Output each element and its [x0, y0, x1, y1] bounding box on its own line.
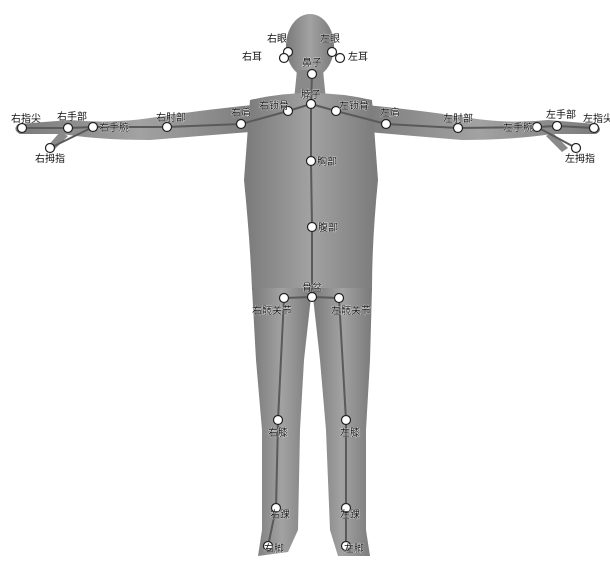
label-right-ankle: 右踝 [270, 508, 290, 521]
label-right-foot: 右脚 [264, 542, 284, 555]
label-chest: 胸部 [317, 155, 337, 168]
label-right-shoulder: 右肩 [231, 106, 251, 119]
label-right-hip: 右髋关节 [252, 304, 292, 317]
label-left-wrist: 左手腕 [503, 121, 533, 134]
joint-right-shoulder [237, 120, 246, 129]
joint-left-hip [335, 294, 344, 303]
label-left-ear: 左耳 [348, 50, 368, 63]
label-right-knee: 右膝 [268, 426, 288, 439]
joint-abdomen [308, 223, 317, 232]
bone-chest-to-abdomen [311, 161, 312, 227]
joint-left-ear [336, 54, 345, 63]
label-right-clavicle: 右锁骨 [259, 99, 289, 112]
joint-right-hip [280, 294, 289, 303]
label-left-clavicle: 左锁骨 [339, 99, 369, 112]
joint-left-wrist [533, 123, 542, 132]
label-nose: 鼻子 [302, 56, 322, 69]
joint-right-wrist [89, 123, 98, 132]
joint-left-shoulder [382, 120, 391, 129]
label-right-thumb: 右拇指 [35, 152, 65, 165]
label-abdomen: 腹部 [318, 221, 338, 234]
label-left-hand: 左手部 [546, 108, 576, 121]
joint-right-ear [280, 54, 289, 63]
joint-left-hand [553, 122, 562, 131]
label-right-wrist: 右手腕 [99, 121, 129, 134]
label-left-shoulder: 左肩 [380, 106, 400, 119]
label-pelvis: 骨盆 [302, 281, 322, 294]
label-right-hand: 右手部 [57, 110, 87, 123]
label-left-elbow: 左肘部 [443, 112, 473, 125]
label-left-fingertip: 左指尖 [583, 112, 610, 125]
label-left-hip: 左髋关节 [331, 304, 371, 317]
joint-right-knee [274, 416, 283, 425]
joint-right-thumb [46, 144, 55, 153]
label-right-elbow: 右肘部 [156, 111, 186, 124]
label-right-fingertip: 右指尖 [11, 112, 41, 125]
label-left-foot: 左脚 [344, 542, 364, 555]
label-left-thumb: 左拇指 [565, 152, 595, 165]
label-right-eye: 右眼 [267, 32, 287, 45]
joint-left-knee [342, 416, 351, 425]
joint-left-eye [328, 48, 337, 57]
joint-chest [307, 157, 316, 166]
label-neck: 脖子 [301, 88, 321, 101]
joint-right-hand [64, 124, 73, 133]
joint-nose [308, 70, 317, 79]
label-left-knee: 左膝 [340, 426, 360, 439]
right-arm-shape [15, 104, 262, 140]
label-left-ankle: 左踝 [340, 508, 360, 521]
joint-left-thumb [572, 144, 581, 153]
label-right-ear: 右耳 [242, 50, 262, 63]
label-left-eye: 左眼 [320, 32, 340, 45]
